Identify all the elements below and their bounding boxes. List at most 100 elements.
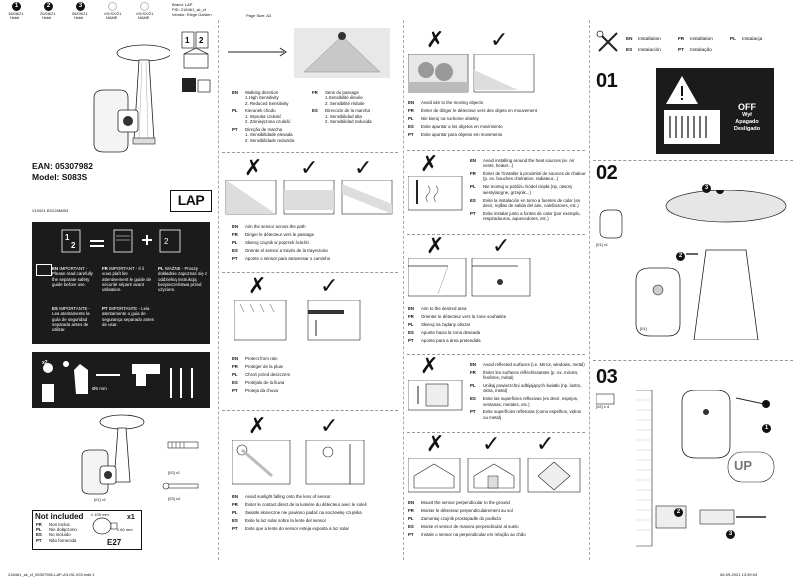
- callout-1: 1: [762, 424, 771, 433]
- svg-text:2: 2: [164, 237, 169, 246]
- important-fr: FR IMPORTANT - Il il vous plaît lire att…: [102, 266, 154, 292]
- lang-code: EN: [232, 356, 239, 361]
- section-divider: [407, 150, 585, 151]
- off-pt: Desligado: [733, 126, 761, 132]
- step-date: 16/08/21: [8, 11, 24, 16]
- vendor-text: Vendor: Elege Garden: [172, 12, 212, 17]
- rain-line: Protéger de la pluie: [245, 363, 284, 369]
- cross-mark-icon: ✗: [420, 354, 439, 379]
- heat-line: Éviter de l'installer à proximité de sou…: [483, 171, 586, 182]
- aim-path-line: Aponte o sensor para atravessar o caminh…: [245, 255, 331, 261]
- step-name: Hsbti: [10, 15, 20, 20]
- lang-code: EN: [52, 266, 59, 271]
- pid-text: PID: 218461_sk_cf: [172, 7, 206, 12]
- product-id: EAN: 05307982 Model: S083S: [32, 161, 93, 182]
- perpendicular-line: Monter le détecteur perpendiculairement …: [421, 507, 513, 513]
- rain-line: Protéjalo de la lluvia: [245, 379, 285, 385]
- important-pl: PL WAŻNE - Proszę dokładnie zapoznać się…: [158, 266, 208, 292]
- lang-code: FR: [408, 107, 414, 113]
- rain-diagrams: [234, 300, 361, 341]
- step-02: 02: [596, 162, 618, 184]
- cross-mark-icon: ✗: [248, 274, 267, 299]
- check-mark-icon: ✓: [320, 414, 339, 439]
- step-circle-empty: [140, 2, 149, 11]
- heat-line: Evite la instalación en torno a fuentes …: [483, 197, 581, 208]
- sun-diagrams: [232, 440, 365, 485]
- lang-code: PT: [232, 387, 238, 393]
- lang-code: FR: [312, 90, 318, 95]
- lang-code: PT: [408, 531, 414, 537]
- lang-code: PT: [678, 47, 684, 52]
- not-included-text: Não fornecida: [49, 537, 77, 543]
- callout-3: 3: [702, 184, 711, 193]
- drill-size: Ø6 mm: [92, 386, 107, 391]
- svg-text:2: 2: [71, 241, 76, 250]
- desired-line: Apunte hacia la zona deseada: [421, 329, 481, 335]
- check-mark-icon: ✓: [320, 274, 339, 299]
- heat-line: Avoid installing around the heat sources…: [483, 158, 575, 169]
- step-date: 20/08/21: [40, 11, 56, 16]
- lang-code: EN: [232, 494, 239, 499]
- person-count: x2: [42, 360, 48, 366]
- lang-code: PL: [408, 115, 414, 121]
- lang-code: PL: [232, 108, 238, 114]
- bulb-type: E27: [107, 538, 122, 547]
- svg-text:2: 2: [199, 36, 204, 45]
- svg-text:1: 1: [185, 36, 190, 45]
- step-01: 01: [596, 70, 618, 92]
- check-mark-icon: ✓: [300, 156, 319, 181]
- footer-date: 06-09-2021 13:39:04: [720, 572, 758, 577]
- lang-code: PL: [232, 239, 238, 245]
- important-text: IMPORTANTE - Leia atentamente o guia de …: [102, 306, 154, 327]
- lang-code: EN: [408, 100, 415, 105]
- lang-code: EN: [408, 306, 415, 311]
- walking-text: Sens du passage 1.Sensibilité élevée 2. …: [325, 90, 365, 106]
- step-circle-empty: [108, 2, 117, 11]
- lang-code: PT: [470, 409, 476, 415]
- step-03-diagram: [596, 390, 775, 547]
- cross-mark-icon: ✗: [426, 234, 445, 259]
- moving-line: Éviter de diriger le détecteur vers des …: [421, 107, 537, 113]
- sun-line: Evite que a lente do sensor esteja expos…: [245, 525, 349, 531]
- sun-text: EN Avoid sunlight falling onto the lens o…: [232, 494, 394, 533]
- check-mark-icon: ✓: [490, 28, 509, 53]
- lang-code: PL: [408, 515, 414, 521]
- step-number: 1: [12, 2, 21, 11]
- warning-breaker-icon: [664, 76, 720, 144]
- reflect-diagram: [408, 380, 463, 411]
- aim-path-line: Aim the sensor across the path: [245, 224, 306, 229]
- important-panel: 1 2 2 EN IMPORTANT - Please read careful…: [32, 222, 210, 344]
- check-mark-icon: ✓: [354, 156, 373, 181]
- check-mark-icon: ✓: [492, 234, 511, 259]
- lang-code: FR: [232, 363, 238, 369]
- walking-text: Kierunek chodu 1. Wysoka czułość 2. Zmni…: [245, 108, 291, 125]
- lang-code: FR: [36, 522, 42, 527]
- step-name: Hsbti: [42, 15, 52, 20]
- reflect-line: Evite superfícies refletoras (como espel…: [483, 409, 582, 420]
- lang-code: ES: [36, 532, 42, 538]
- section-divider: [222, 410, 398, 411]
- read-guide-icon: 1 2 2: [61, 229, 181, 253]
- step-03: 03: [596, 366, 618, 388]
- part-02-qty: [02] x 4: [596, 404, 610, 409]
- heat-diagram: [408, 176, 463, 211]
- cross-mark-icon: ✗: [420, 152, 439, 177]
- important-es: ES IMPORTANTE - Lea atentamente la guía …: [52, 306, 98, 332]
- off-pl: Wył: [742, 112, 752, 118]
- lang-code: ES: [232, 247, 238, 253]
- up-label: UP: [734, 458, 753, 473]
- section-divider: [407, 432, 585, 433]
- lap-logo: LAP: [170, 190, 212, 212]
- important-pt: PT IMPORTANTE - Leia atentamente o guia …: [102, 306, 154, 327]
- installation-label: Instalação: [690, 48, 712, 53]
- page-size: Page Size: A3: [246, 13, 272, 18]
- sun-line: Avoid sunlight falling onto the lens of …: [245, 494, 331, 499]
- reflect-line: Éviter les surfaces réfléchissantes (p. …: [483, 369, 579, 381]
- moving-line: Avoid aim to the moving objects: [421, 100, 483, 105]
- perpendicular-line: Instale o sensor na perpendicular em rel…: [421, 531, 526, 537]
- lang-code: FR: [232, 231, 238, 237]
